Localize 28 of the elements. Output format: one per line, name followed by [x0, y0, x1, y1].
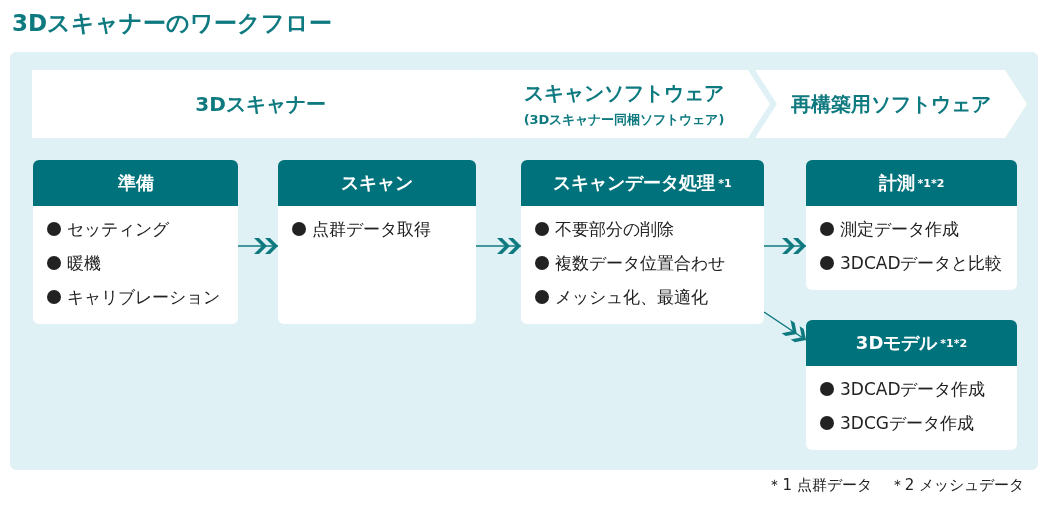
bullet-item: セッティング — [47, 212, 238, 246]
bullet-item: 3DCGデータ作成 — [820, 406, 1017, 440]
bullet-item: 複数データ位置合わせ — [535, 246, 764, 280]
footnote: ＊1 点群データ — [767, 476, 872, 495]
diagram-title: 3Dスキャナーのワークフロー — [12, 9, 333, 38]
stage-header-band — [478, 70, 770, 138]
bullet-item: 3DCADデータ作成 — [820, 372, 1017, 406]
step-card — [806, 320, 1017, 450]
stage-header-band — [32, 70, 500, 138]
card-title: スキャン — [278, 160, 476, 206]
step-card — [278, 160, 476, 324]
stage-label: 3Dスキャナー — [195, 90, 326, 118]
step-card — [33, 160, 238, 324]
step-card — [521, 160, 764, 324]
card-title: 準備 — [33, 160, 238, 206]
stage-label: スキャンソフトウェア — [524, 79, 724, 107]
stage-sublabel: (3Dスキャナー同梱ソフトウェア) — [523, 110, 725, 129]
bullet-item: 暖機 — [47, 246, 238, 280]
bullet-item: キャリブレーション — [47, 280, 238, 314]
bullet-item: 3DCADデータと比較 — [820, 246, 1017, 280]
footnote: ＊2 メッシュデータ — [889, 476, 1024, 495]
stage-label: 再構築用ソフトウェア — [791, 90, 991, 118]
bullet-item: 不要部分の削除 — [535, 212, 764, 246]
step-card — [806, 160, 1017, 290]
bullet-item: 点群データ取得 — [292, 212, 476, 246]
bullet-item: メッシュ化、最適化 — [535, 280, 764, 314]
stage-header-band — [755, 70, 1027, 138]
bullet-item: 測定データ作成 — [820, 212, 1017, 246]
